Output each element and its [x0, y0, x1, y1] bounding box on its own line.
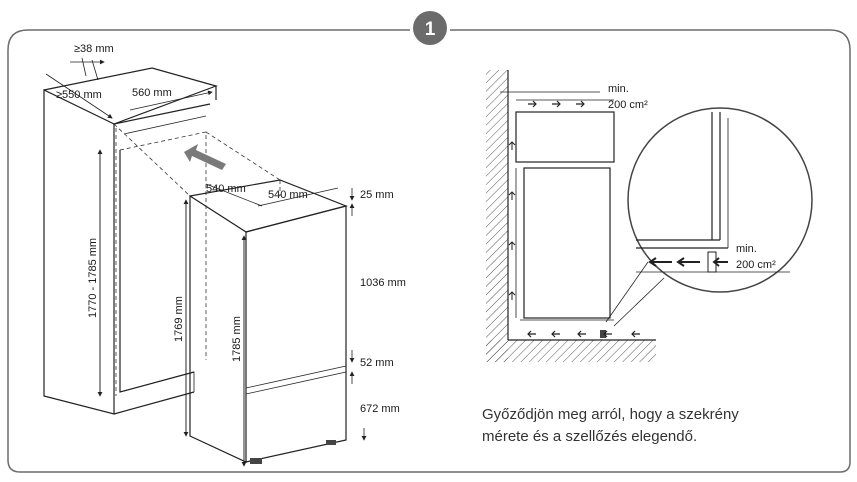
cabinet-height-label: 1770 - 1785 mm [87, 238, 99, 318]
cabinet-niche [43, 67, 218, 415]
zoom-detail [605, 107, 813, 327]
upper-door-label: 1036 mm [360, 277, 406, 289]
appliance-width-label: 540 mm [268, 189, 308, 201]
total-height-label: 1785 mm [231, 316, 243, 362]
middle-gap-label: 52 mm [360, 357, 394, 369]
appliance-depth-label: 540 mm [206, 183, 246, 195]
lower-door-label: 672 mm [360, 403, 400, 415]
body-height-label: 1769 mm [173, 296, 185, 342]
ventilation-section [486, 70, 656, 362]
caption: Győződjön meg arról, hogy a szekrény mér… [482, 404, 842, 448]
bottom-vent-value: 200 cm² [736, 259, 776, 271]
step-badge: 1 [413, 11, 447, 45]
appliance-body [113, 123, 348, 464]
appliance-dimension-lines [183, 183, 367, 467]
cabinet-depth-label: ≥550 mm [56, 89, 102, 101]
top-vent-value: 200 cm² [608, 99, 648, 111]
cabinet-depth-gap-label: ≥38 mm [74, 43, 114, 55]
cabinet-dimension-lines [45, 57, 213, 397]
cabinet-width-label: 560 mm [132, 87, 172, 99]
top-gap-label: 25 mm [360, 189, 394, 201]
insert-arrow-icon [184, 144, 226, 170]
top-vent-min-label: min. [608, 83, 629, 95]
frame-border [7, 29, 851, 473]
caption-line-1: Győződjön meg arról, hogy a szekrény [482, 406, 739, 423]
step-number: 1 [425, 19, 436, 40]
bottom-vent-min-label: min. [736, 243, 757, 255]
caption-line-2: mérete és a szellőzés elegendő. [482, 428, 698, 445]
